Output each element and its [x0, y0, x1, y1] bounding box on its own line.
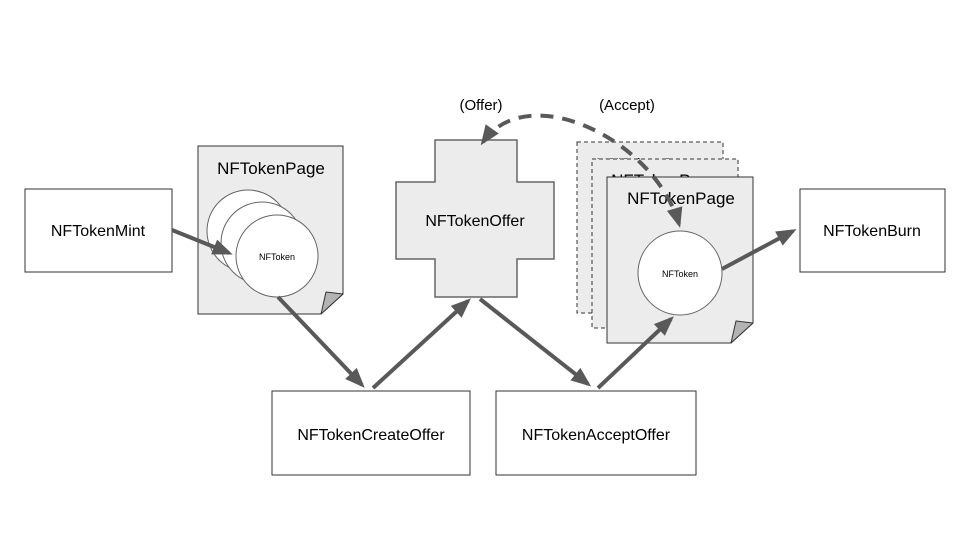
nftokenpage-left-node: NFTokenPage NFToken [197, 145, 344, 315]
nftokenburn-label: NFTokenBurn [823, 223, 921, 240]
nftokenacceptoffer-node: NFTokenAcceptOffer [495, 390, 697, 476]
arrow-createoffer-to-offer [371, 298, 471, 390]
nftokencreateoffer-box [271, 390, 471, 476]
nftokenoffer-node: NFTokenOffer [395, 139, 555, 298]
nftoken-right-label: NFToken [662, 269, 698, 279]
nftokencreateoffer-node: NFTokenCreateOffer [271, 390, 471, 476]
arrow-offer-accept-arc [480, 113, 683, 228]
arrow-mint-to-page [171, 228, 233, 255]
nftoken-circle-front [235, 214, 319, 298]
nftokenmint-label: NFTokenMint [51, 223, 146, 240]
arrow-page-to-createoffer [276, 295, 365, 388]
nftokenoffer-label: NFTokenOffer [425, 213, 525, 230]
nftokenpage-left-title: NFTokenPage [217, 159, 325, 178]
arrow-page-to-burn [721, 229, 797, 271]
nftokencreateoffer-label: NFTokenCreateOffer [297, 427, 445, 444]
nftokenburn-node: NFTokenBurn [799, 188, 946, 273]
accept-flow-label: (Accept) [599, 97, 655, 114]
offer-flow-label: (Offer) [459, 97, 502, 114]
nftokenacceptoffer-label: NFTokenAcceptOffer [522, 427, 671, 444]
nftokenpage-right-stack: NFTokenPage NFTokenPage NFTokenPage NFTo… [576, 141, 754, 344]
nftokenpage-right-fold-corner [730, 320, 754, 344]
nftoken-circle-right [637, 230, 723, 316]
nftokenmint-node: NFTokenMint [24, 188, 173, 273]
nftokenpage-right-title: NFTokenPage [627, 189, 735, 208]
nftokenburn-box [799, 188, 946, 273]
arrow-acceptoffer-to-page [596, 316, 674, 390]
nftokenmint-box [24, 188, 173, 273]
nftokenpage-left-fold-corner [320, 291, 344, 315]
nftokenacceptoffer-box [495, 390, 697, 476]
nftoken-left-label: NFToken [259, 252, 295, 262]
arrow-offer-to-acceptoffer [478, 297, 592, 387]
